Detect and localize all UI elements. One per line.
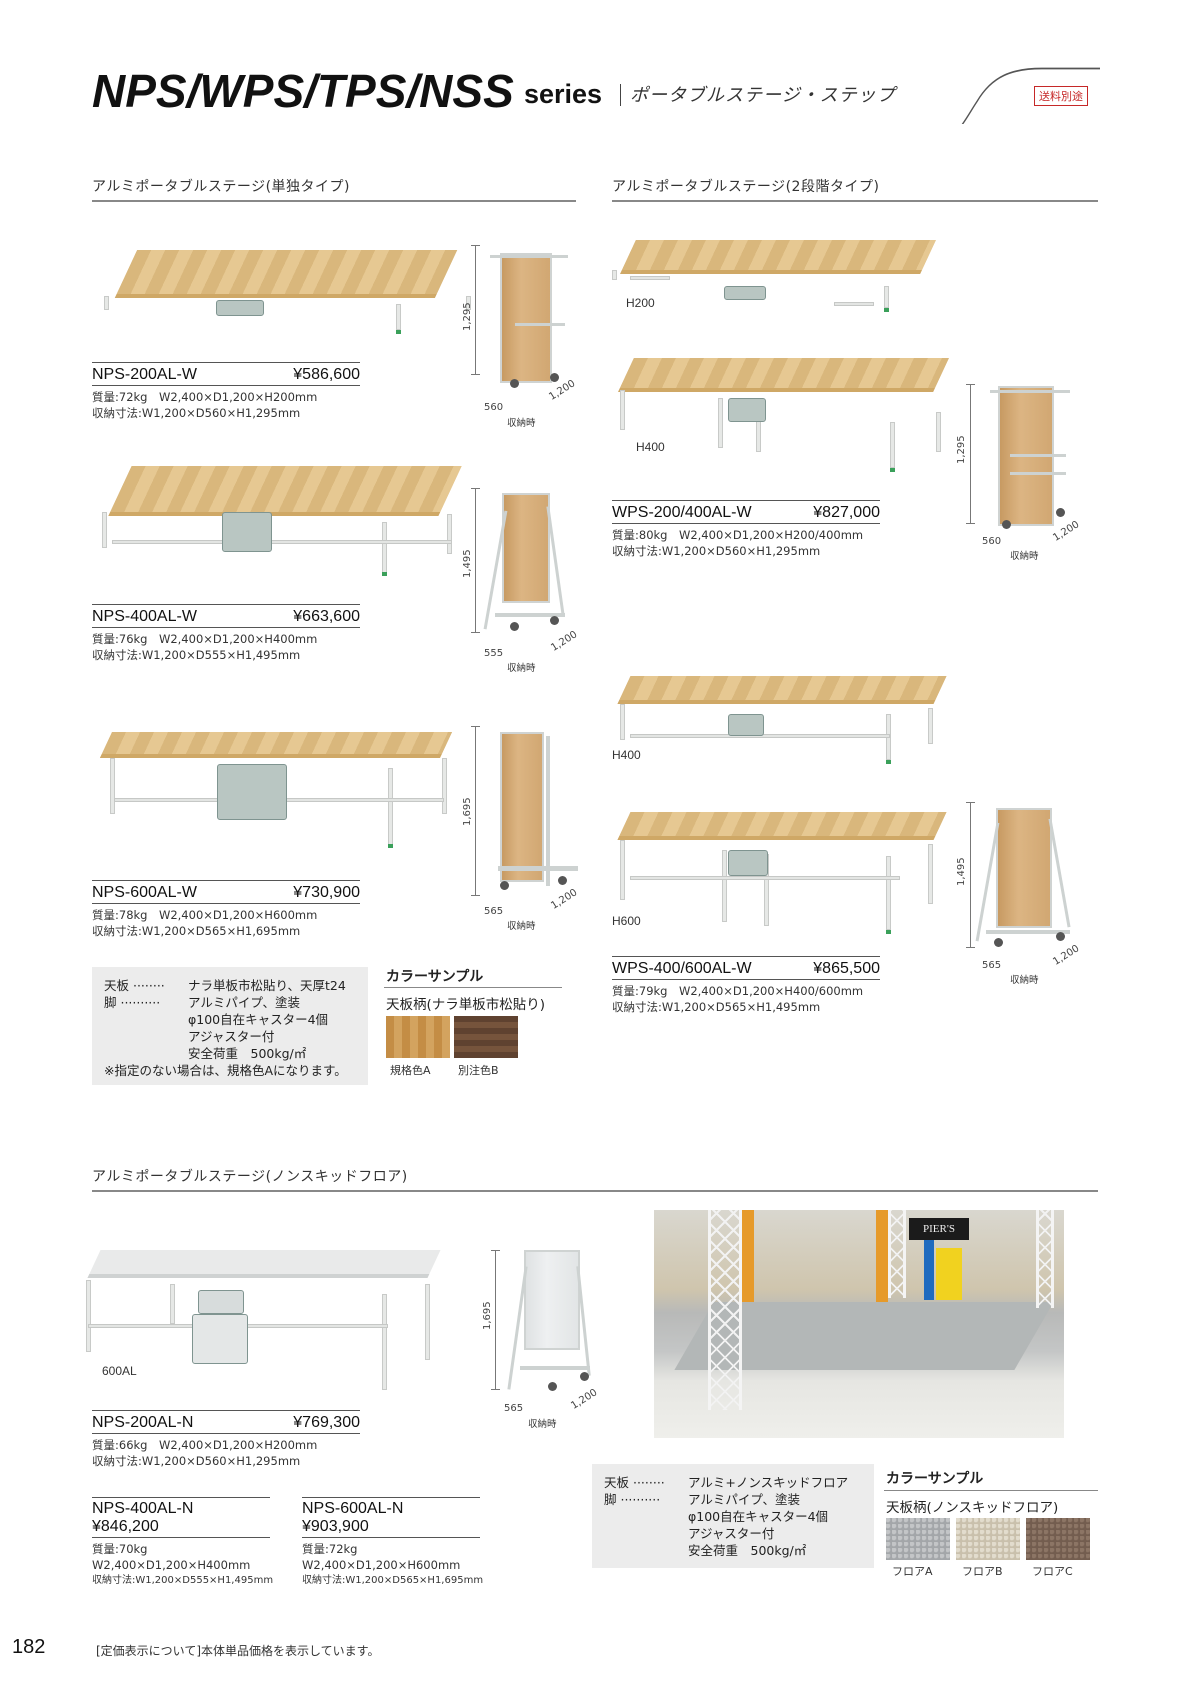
stage-image-wps-h600 bbox=[610, 810, 950, 940]
product-weight: 質量:79kg W2,400×D1,200×H400/600mm bbox=[612, 984, 864, 998]
folded-image-nps-al-n: 1,695 1,200 565 収納時 bbox=[482, 1246, 610, 1431]
title-series-label: series bbox=[524, 79, 603, 109]
swatch-standard-a bbox=[386, 1016, 450, 1058]
stage-image-wps-h200 bbox=[606, 236, 946, 346]
section-title-two-step: アルミポータブルステージ(2段階タイプ) bbox=[612, 179, 880, 195]
model-label: 600AL bbox=[102, 1364, 137, 1378]
product-price: ¥586,600 bbox=[293, 366, 360, 383]
stage-image-wps-h400 bbox=[606, 354, 956, 484]
folded-image-wps-400-600: 1,495 1,200 565 収納時 bbox=[956, 798, 1090, 988]
product-name: NPS-200AL-W bbox=[92, 366, 197, 383]
product-size: W2,400×D1,200×H400mm bbox=[92, 1558, 251, 1572]
product-storage: 収納寸法:W1,200×D565×H1,495mm bbox=[612, 1000, 821, 1014]
height-label: H400 bbox=[636, 440, 665, 454]
product-storage: 収納寸法:W1,200×D555×H1,495mm bbox=[92, 1575, 274, 1586]
product-size: W2,400×D1,200×H600mm bbox=[302, 1558, 461, 1572]
product-weight: 質量:70kg bbox=[92, 1542, 148, 1556]
swatch-floor-a bbox=[886, 1518, 950, 1560]
product-storage: 収納寸法:W1,200×D565×H1,695mm bbox=[92, 924, 301, 938]
stage-image-wps-h400b bbox=[610, 674, 950, 784]
spec-box-wood: 天板 ········ナラ単板市松貼り、天厚t24 脚 ·········· ア… bbox=[92, 967, 368, 1085]
product-weight: 質量:66kg W2,400×D1,200×H200mm bbox=[92, 1438, 318, 1452]
stage-image-nps-200al-w bbox=[96, 240, 471, 350]
stage-image-nps-al-n bbox=[80, 1244, 460, 1394]
swatch-floor-c bbox=[1026, 1518, 1090, 1560]
section-title-nonskid: アルミポータブルステージ(ノンスキッドフロア) bbox=[92, 1169, 408, 1185]
product-price: ¥827,000 bbox=[813, 504, 880, 521]
folded-image-nps-600al-w: 1,695 1,200 565 収納時 bbox=[462, 726, 590, 936]
folded-image-nps-400al-w: 1,495 1,200 555 収納時 bbox=[462, 488, 590, 674]
product-name: NPS-400AL-N bbox=[92, 1500, 194, 1517]
product-name: NPS-400AL-W bbox=[92, 608, 197, 625]
product-name: WPS-200/400AL-W bbox=[612, 504, 752, 521]
title-divider bbox=[620, 84, 621, 106]
product-price: ¥730,900 bbox=[293, 884, 360, 901]
section-rule bbox=[612, 200, 1098, 202]
product-name: NPS-600AL-N bbox=[302, 1500, 404, 1517]
color-sample-subtitle: 天板柄(ノンスキッドフロア) bbox=[886, 1500, 1059, 1516]
product-price: ¥769,300 bbox=[293, 1414, 360, 1431]
swatch-custom-b bbox=[454, 1016, 518, 1058]
section-title-single: アルミポータブルステージ(単独タイプ) bbox=[92, 179, 351, 195]
footer-note: [定価表示について]本体単品価格を表示しています。 bbox=[96, 1644, 380, 1658]
product-weight: 質量:80kg W2,400×D1,200×H200/400mm bbox=[612, 528, 864, 542]
product-weight: 質量:76kg W2,400×D1,200×H400mm bbox=[92, 632, 318, 646]
page-title: NPS/WPS/TPS/NSS bbox=[92, 65, 514, 117]
product-price: ¥903,900 bbox=[302, 1518, 369, 1535]
product-storage: 収納寸法:W1,200×D555×H1,495mm bbox=[92, 648, 301, 662]
product-name: NPS-600AL-W bbox=[92, 884, 197, 901]
height-label: H400 bbox=[612, 748, 641, 762]
color-sample-subtitle: 天板柄(ナラ単板市松貼り) bbox=[386, 997, 546, 1013]
color-sample-title: カラーサンプル bbox=[386, 969, 484, 985]
header-underline bbox=[961, 67, 1100, 124]
product-price: ¥865,500 bbox=[813, 960, 880, 977]
section-rule bbox=[92, 1190, 1098, 1192]
product-storage: 収納寸法:W1,200×D560×H1,295mm bbox=[92, 1454, 301, 1468]
product-name: WPS-400/600AL-W bbox=[612, 960, 752, 977]
folded-image-wps-200-400: 1,295 1,200 560 収納時 bbox=[956, 380, 1090, 565]
product-weight: 質量:78kg W2,400×D1,200×H600mm bbox=[92, 908, 318, 922]
stage-image-nps-400al-w bbox=[92, 460, 462, 580]
product-storage: 収納寸法:W1,200×D565×H1,695mm bbox=[302, 1575, 484, 1586]
product-price: ¥846,200 bbox=[92, 1518, 159, 1535]
swatch-floor-b bbox=[956, 1518, 1020, 1560]
shipping-badge: 送料別途 bbox=[1034, 86, 1088, 106]
product-weight: 質量:72kg bbox=[302, 1542, 358, 1556]
folded-image-nps-200al-w: 1,295 1,200 560 収納時 bbox=[462, 245, 590, 430]
height-label: H600 bbox=[612, 914, 641, 928]
height-label: H200 bbox=[626, 296, 655, 310]
stage-installation-photo: PIER'S bbox=[654, 1210, 1064, 1438]
product-name: NPS-200AL-N bbox=[92, 1414, 194, 1431]
product-weight: 質量:72kg W2,400×D1,200×H200mm bbox=[92, 390, 318, 404]
product-storage: 収納寸法:W1,200×D560×H1,295mm bbox=[92, 406, 301, 420]
stage-image-nps-600al-w bbox=[92, 728, 462, 858]
product-price: ¥663,600 bbox=[293, 608, 360, 625]
color-sample-title: カラーサンプル bbox=[886, 1471, 984, 1487]
spec-box-nonskid: 天板 ········アルミ+ノンスキッドフロア 脚 ·········· アル… bbox=[592, 1464, 874, 1568]
product-storage: 収納寸法:W1,200×D560×H1,295mm bbox=[612, 544, 821, 558]
spec-note: ※指定のない場合は、規格色Aになります。 bbox=[104, 1063, 347, 1078]
page-subtitle: ポータブルステージ・ステップ bbox=[630, 85, 896, 106]
section-rule bbox=[92, 200, 576, 202]
page-number: 182 bbox=[12, 1636, 46, 1658]
